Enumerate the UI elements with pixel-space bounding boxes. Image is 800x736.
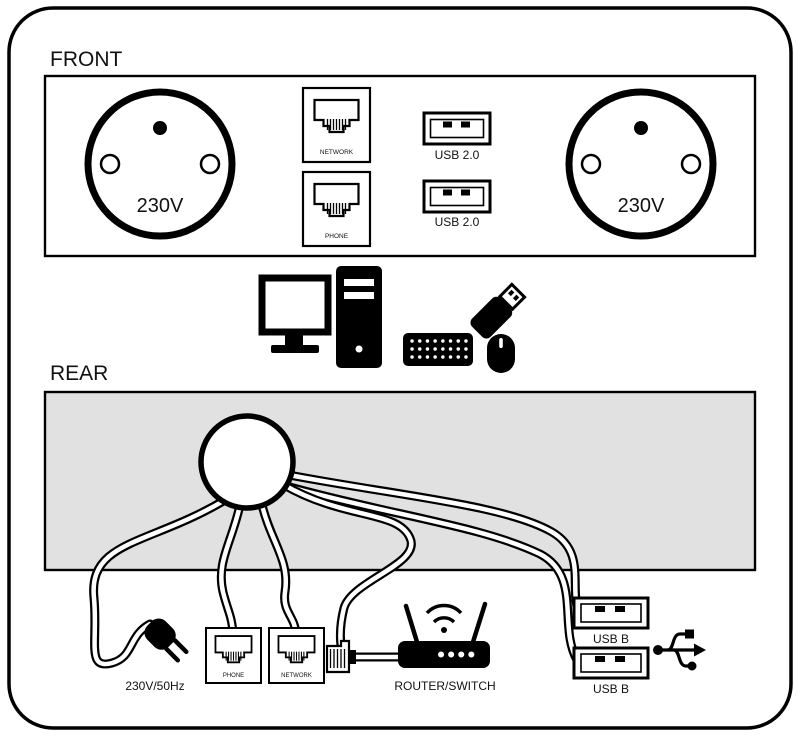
rj45-port-icon (313, 182, 360, 218)
phone-jack-rear: PHONE (205, 627, 262, 684)
rj45-port-icon (313, 98, 360, 134)
usb-port-rear-top: USB B (572, 596, 650, 646)
network-jack-label: NETWORK (281, 673, 312, 679)
antenna-left (403, 603, 420, 645)
usb-trident-icon (653, 629, 706, 671)
rear-section-label: REAR (50, 362, 108, 385)
pc-tower-icon (336, 266, 382, 368)
phone-jack-front: PHONE (301, 170, 372, 248)
network-jack-label: NETWORK (320, 149, 354, 156)
cable-grommet-icon (198, 413, 296, 511)
socket-hole-right (199, 153, 221, 175)
usb-b-bottom-label: USB B (593, 682, 629, 696)
socket-hole-left (580, 153, 602, 175)
front-section-label: FRONT (50, 48, 122, 71)
phone-jack-label: PHONE (325, 233, 349, 240)
usb-b-top-label: USB B (593, 632, 629, 646)
power-cable-label: 230V/50Hz (125, 679, 184, 693)
usb-port-front-bottom: USB 2.0 (422, 179, 492, 229)
wifi-router-icon: ROUTER/SWITCH (394, 601, 496, 693)
power-socket-left-icon: 230V (84, 88, 236, 240)
network-jack-rear: NETWORK (268, 627, 325, 684)
rj45-pins (326, 203, 347, 214)
socket-ring (565, 88, 717, 240)
keyboard-icon (403, 333, 473, 366)
mouse-icon (487, 334, 515, 373)
usb-stick-icon (470, 282, 527, 339)
power-socket-right-icon: 230V (565, 88, 717, 240)
desktop-computer-icon (258, 266, 382, 368)
cables (89, 470, 583, 669)
rj45-pins (326, 119, 347, 130)
socket-earth-pin (634, 121, 648, 135)
usb-port-rear-bottom: USB B (572, 646, 650, 696)
rj45-port-icon (214, 635, 253, 664)
rj45-port-icon (277, 635, 316, 664)
monitor-icon (258, 274, 332, 336)
socket-hole-right (680, 153, 702, 175)
rear-panel (43, 390, 757, 572)
network-jack-front: NETWORK (301, 86, 372, 164)
socket-hole-left (99, 153, 121, 175)
usb-port-front-top: USB 2.0 (422, 111, 492, 162)
ethernet-connector-icon (325, 639, 405, 674)
router-label: ROUTER/SWITCH (394, 679, 495, 693)
antenna-right (470, 601, 488, 645)
phone-jack-label: PHONE (223, 673, 244, 679)
socket-right-label: 230V (618, 195, 665, 217)
socket-left-label: 230V (137, 195, 184, 217)
wifi-icon (425, 603, 463, 633)
power-plug-icon: 230V/50Hz (125, 618, 189, 693)
socket-ring (84, 88, 236, 240)
socket-earth-pin (153, 121, 167, 135)
usb-port-top-label: USB 2.0 (435, 148, 480, 162)
usb-port-bottom-label: USB 2.0 (435, 215, 480, 229)
